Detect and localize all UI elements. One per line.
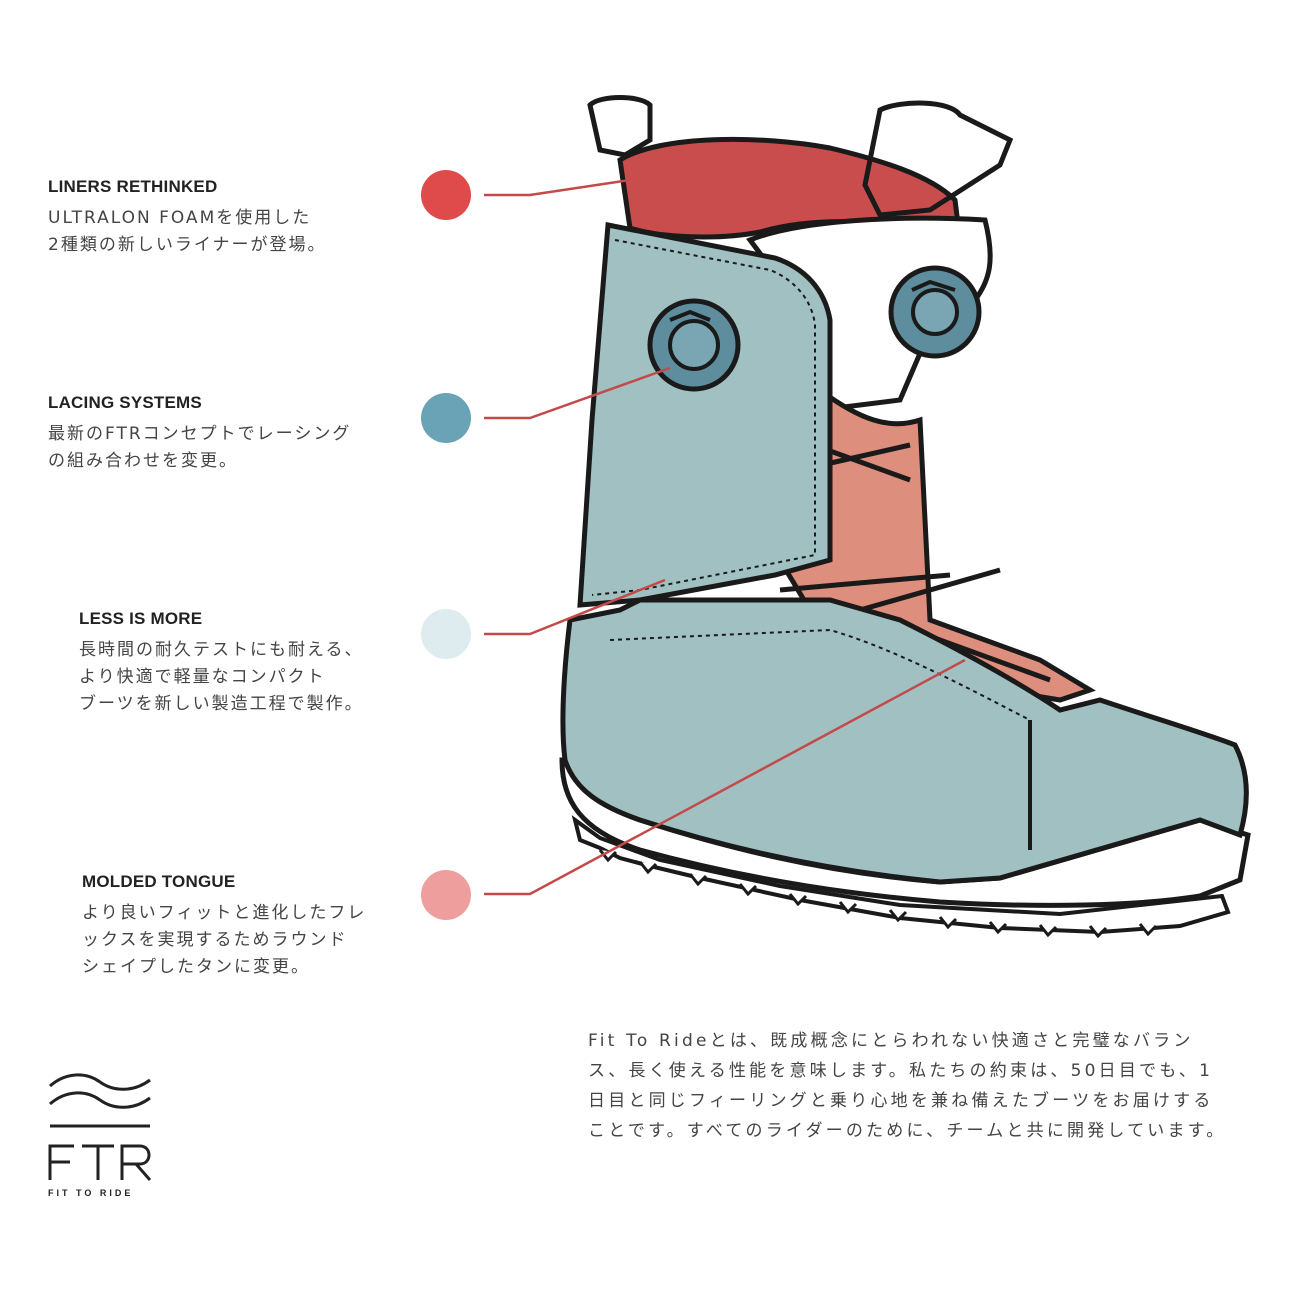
feature-less-is-more: LESS IS MORE 長時間の耐久テストにも耐える、 より快適で軽量なコンパ…	[79, 609, 364, 718]
boot-shell-lower	[560, 597, 1249, 885]
feature-title: LINERS RETHINKED	[48, 177, 218, 196]
leader-lines	[484, 178, 966, 896]
description-text: Fit To Rideとは、既成概念にとらわれない快適さと完璧なバランス、長く使…	[588, 1031, 1227, 1141]
boa-dial-front	[888, 265, 982, 359]
feature-title: LESS IS MORE	[79, 609, 203, 628]
feature-title: LACING SYSTEMS	[48, 393, 202, 412]
leader-line-lacing	[484, 366, 671, 420]
color-dot-lacing	[421, 393, 471, 443]
color-dot-liners	[421, 170, 471, 220]
boot-pull-loop-rear	[587, 95, 653, 158]
ftr-logo: FIT TO RIDE	[48, 1070, 152, 1198]
boot-pull-loop-front	[862, 100, 1014, 218]
boot-shell-upper	[577, 222, 833, 608]
ftr-logo-caption: FIT TO RIDE	[48, 1188, 134, 1198]
leader-line-less	[484, 578, 666, 636]
feature-body: ULTRALON FOAMを使用した 2種類の新しいライナーが登場。	[48, 208, 327, 255]
tread-teeth	[598, 849, 1158, 939]
feature-body: より良いフィットと進化したフレ ックスを実現するためラウンド シェイプしたタンに…	[82, 903, 367, 977]
feature-lacing: LACING SYSTEMS 最新のFTRコンセプトでレーシング の組み合わせを…	[48, 393, 351, 475]
color-dot-less-is-more	[421, 609, 471, 659]
leader-line-tongue	[484, 658, 966, 896]
feature-body: 最新のFTRコンセプトでレーシング の組み合わせを変更。	[48, 424, 352, 471]
leader-line-liners	[484, 178, 631, 197]
feature-molded-tongue: MOLDED TONGUE より良いフィットと進化したフレ ックスを実現するため…	[82, 872, 366, 981]
ftr-logo-mark	[48, 1073, 152, 1181]
feature-liners: LINERS RETHINKED ULTRALON FOAMを使用した 2種類の…	[48, 177, 326, 259]
color-dot-molded-tongue	[421, 870, 471, 920]
feature-title: MOLDED TONGUE	[82, 872, 236, 891]
boa-dial-rear	[647, 298, 741, 392]
feature-body: 長時間の耐久テストにも耐える、 より快適で軽量なコンパクト ブーツを新しい製造工…	[79, 640, 364, 714]
